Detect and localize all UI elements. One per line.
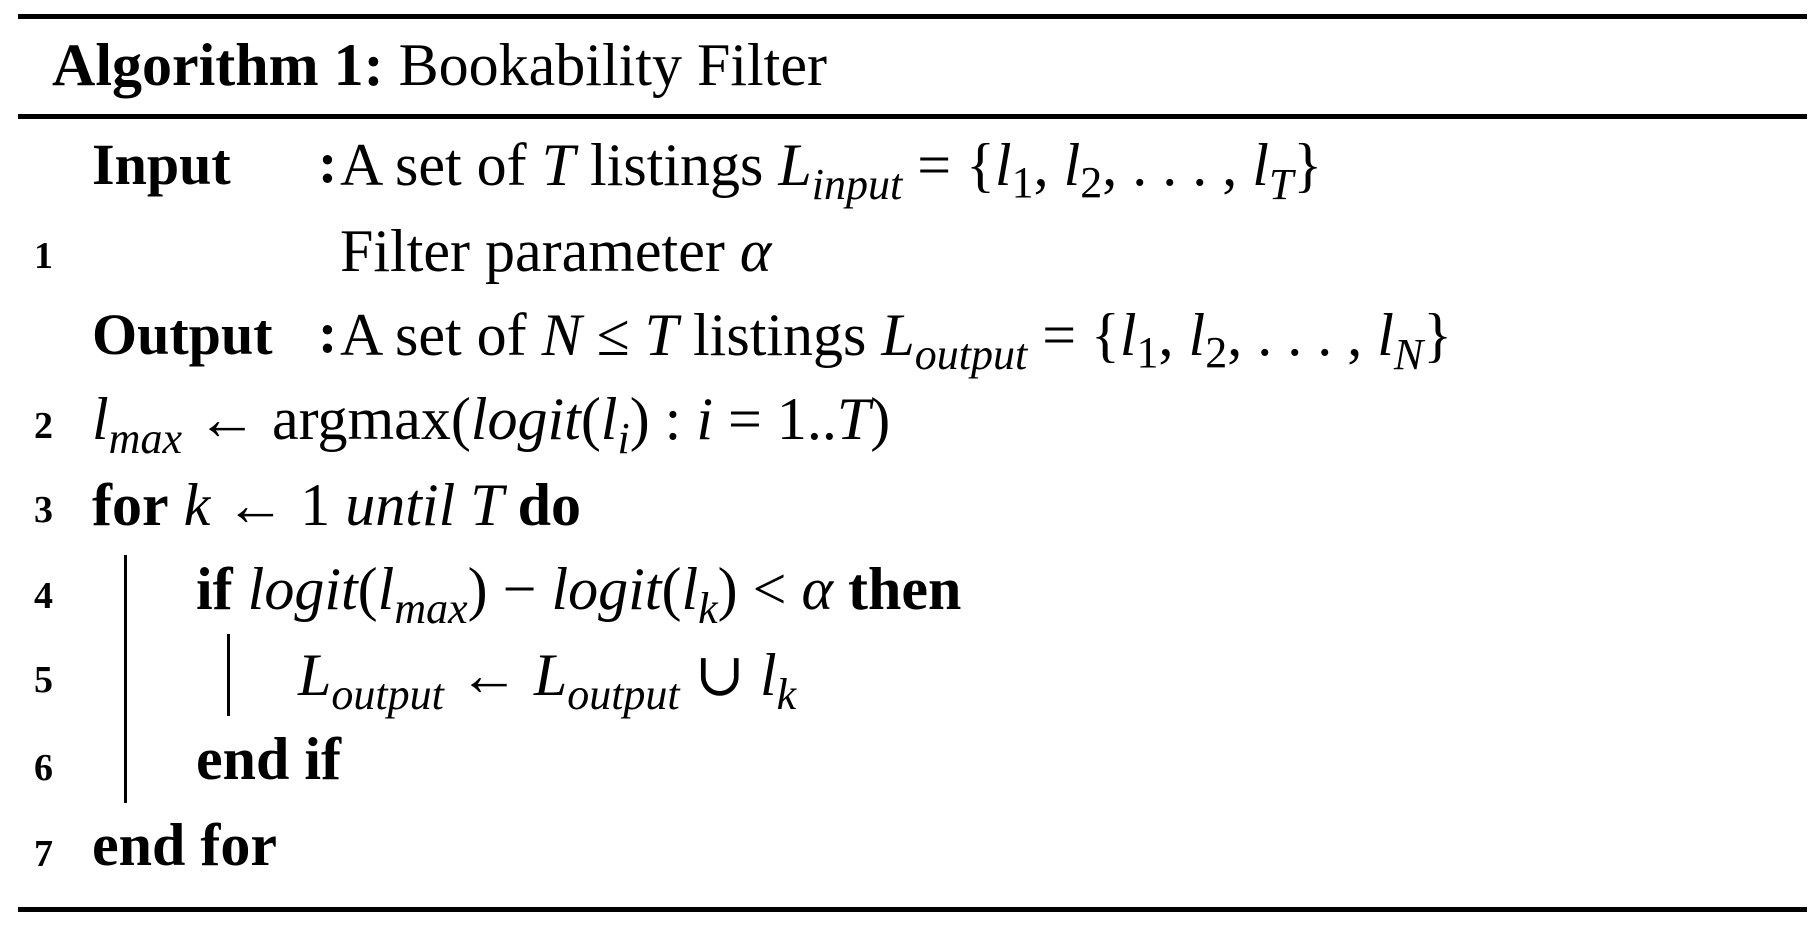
filter-parameter: Filter parameter α (340, 218, 772, 284)
output-colon: : (318, 300, 338, 365)
output-label: Output (92, 302, 273, 367)
output-spec: A set of N ≤ T listings Loutput = {l1, l… (340, 302, 1453, 379)
line-number-7: 7 (34, 833, 53, 875)
line-number-4: 4 (34, 575, 53, 617)
end-if-line: end if (196, 726, 342, 792)
end-for-line: end for (92, 812, 277, 878)
if-block-bar (227, 634, 230, 716)
line-number-2: 2 (34, 405, 53, 447)
union-line: Loutput ← Loutput ∪ lk (298, 642, 797, 719)
for-block-bar (124, 555, 127, 803)
input-spec: A set of T listings Linput = {l1, l2, . … (340, 132, 1323, 209)
line-number-1: 1 (34, 235, 53, 277)
argmax-line: lmax ← argmax(logit(li) : i = 1..T) (92, 386, 891, 463)
line-number-5: 5 (34, 659, 53, 701)
line-number-3: 3 (34, 489, 53, 531)
algorithm-title: Bookability Filter (398, 32, 827, 98)
algorithm-header: Algorithm 1: Bookability Filter (52, 32, 827, 98)
if-line: if logit(lmax) − logit(lk) < α then (196, 556, 962, 633)
bottom-rule (18, 907, 1807, 912)
for-line: for k ← 1 until T do (92, 472, 581, 538)
input-colon: : (318, 130, 338, 195)
line-number-6: 6 (34, 747, 53, 789)
top-rule (18, 14, 1807, 19)
input-label: Input (92, 132, 231, 197)
algorithm-label: Algorithm 1: (52, 32, 384, 98)
header-rule (18, 114, 1807, 119)
